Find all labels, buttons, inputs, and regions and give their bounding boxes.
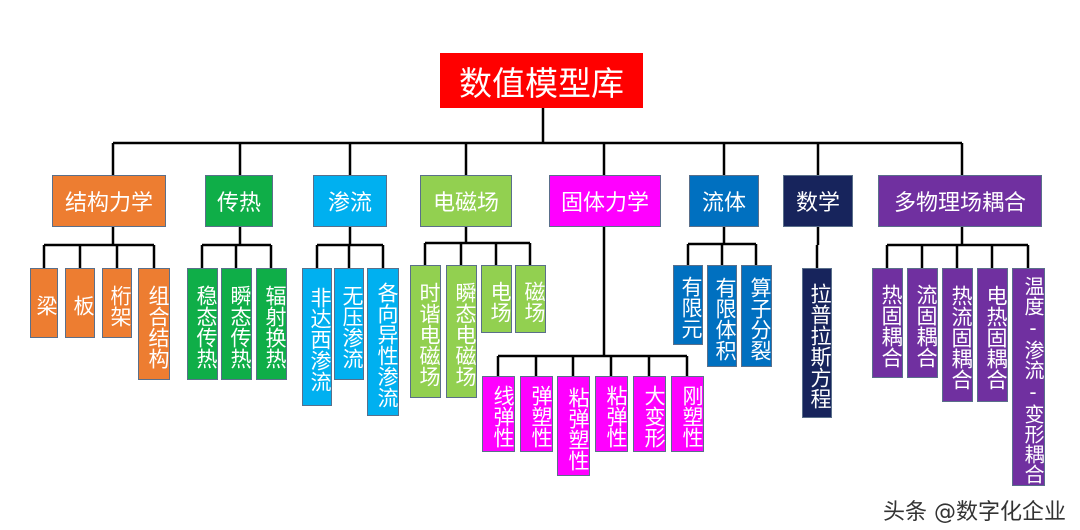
leaf-non-darcy-seepage: 非达西渗流 bbox=[302, 268, 332, 406]
leaf-thermo-solid-coupling: 热固耦合 bbox=[872, 268, 903, 378]
leaf-elastoplastic: 弹塑性 bbox=[520, 376, 553, 452]
leaf-thermo-fluid-solid-coupling: 热流固耦合 bbox=[942, 268, 973, 402]
leaf-truss: 桁架 bbox=[102, 268, 132, 338]
leaf-label: 弹塑性 bbox=[529, 385, 553, 448]
leaf-fluid-solid-coupling: 流固耦合 bbox=[907, 268, 938, 378]
leaf-label: 线弹性 bbox=[491, 385, 515, 448]
category-fluid: 流体 bbox=[689, 175, 759, 227]
leaf-label: 无压渗流 bbox=[340, 284, 364, 369]
category-mathematics: 数学 bbox=[783, 175, 853, 227]
leaf-label: 电场 bbox=[488, 280, 512, 323]
leaf-viscoelastic: 粘弹性 bbox=[595, 376, 628, 452]
category-label: 传热 bbox=[216, 191, 261, 216]
leaf-label: 热流固耦合 bbox=[949, 285, 973, 390]
leaf-label: 瞬态电磁场 bbox=[453, 281, 477, 387]
leaf-steady-heat: 稳态传热 bbox=[187, 268, 218, 380]
leaf-label: 算子分裂 bbox=[748, 276, 772, 361]
leaf-magnetic-field: 磁场 bbox=[515, 265, 546, 333]
leaf-label: 瞬态传热 bbox=[228, 284, 252, 369]
root-node: 数值模型库 bbox=[440, 53, 643, 108]
watermark: 头条 @数字化企业 bbox=[883, 500, 1066, 525]
leaf-transient-heat: 瞬态传热 bbox=[221, 268, 252, 380]
leaf-label: 拉普拉斯方程 bbox=[808, 282, 832, 409]
leaf-label: 有限元 bbox=[679, 276, 703, 339]
leaf-label: 粘弹性 bbox=[604, 385, 628, 448]
leaf-electric-field: 电场 bbox=[481, 265, 512, 333]
leaf-radiation-heat: 辐射换热 bbox=[256, 268, 287, 380]
leaf-finite-volume: 有限体积 bbox=[707, 265, 737, 367]
leaf-time-harmonic-em: 时谐电磁场 bbox=[410, 265, 441, 398]
leaf-beam: 梁 bbox=[30, 268, 58, 338]
category-label: 多物理场耦合 bbox=[893, 191, 1026, 216]
leaf-label: 热固耦合 bbox=[879, 283, 903, 368]
leaf-electro-thermo-solid-coupling: 电热固耦合 bbox=[977, 268, 1008, 402]
leaf-plate: 板 bbox=[65, 268, 95, 338]
leaf-composite-structure: 组合结构 bbox=[138, 268, 170, 380]
leaf-label: 电热固耦合 bbox=[984, 285, 1008, 390]
leaf-label: 有限体积 bbox=[713, 276, 737, 361]
leaf-label: 磁场 bbox=[522, 280, 546, 323]
leaf-unconfined-seepage: 无压渗流 bbox=[334, 268, 364, 380]
leaf-label: 时谐电磁场 bbox=[417, 281, 441, 387]
category-label: 结构力学 bbox=[64, 191, 153, 216]
leaf-label: 刚塑性 bbox=[680, 385, 704, 448]
leaf-laplace-equation: 拉普拉斯方程 bbox=[802, 268, 832, 418]
leaf-label: 梁 bbox=[34, 295, 58, 316]
category-label: 固体力学 bbox=[560, 191, 649, 216]
root-label: 数值模型库 bbox=[459, 63, 624, 103]
leaf-linear-elastic: 线弹性 bbox=[482, 376, 515, 452]
leaf-anisotropic-seepage: 各向异性渗流 bbox=[367, 268, 399, 416]
leaf-label: 各向异性渗流 bbox=[375, 281, 399, 408]
leaf-thm-coupling: 温度-渗流-变形耦合 bbox=[1012, 268, 1045, 486]
category-heat-transfer: 传热 bbox=[205, 175, 273, 227]
leaf-viscoelastoplastic: 粘弹塑性 bbox=[557, 376, 590, 476]
leaf-label: 非达西渗流 bbox=[308, 287, 332, 392]
leaf-operator-splitting: 算子分裂 bbox=[741, 265, 772, 367]
category-seepage: 渗流 bbox=[313, 175, 387, 227]
leaf-finite-element: 有限元 bbox=[673, 265, 703, 345]
category-structural-mechanics: 结构力学 bbox=[52, 175, 166, 227]
category-label: 渗流 bbox=[327, 191, 372, 216]
category-solid-mechanics: 固体力学 bbox=[549, 175, 661, 227]
leaf-label: 稳态传热 bbox=[194, 284, 218, 369]
leaf-rigid-plastic: 刚塑性 bbox=[671, 376, 704, 452]
leaf-label: 温度-渗流-变形耦合 bbox=[1021, 275, 1045, 484]
leaf-label: 大变形 bbox=[642, 385, 666, 448]
category-label: 电磁场 bbox=[432, 191, 499, 216]
leaf-label: 板 bbox=[71, 295, 95, 316]
leaf-label: 辐射换热 bbox=[263, 284, 287, 369]
category-electromagnetic: 电磁场 bbox=[420, 175, 512, 227]
category-label: 数学 bbox=[795, 191, 840, 216]
leaf-label: 粘弹塑性 bbox=[566, 386, 590, 471]
category-multiphysics-coupling: 多物理场耦合 bbox=[878, 175, 1042, 227]
leaf-label: 流固耦合 bbox=[914, 283, 938, 368]
leaf-label: 组合结构 bbox=[146, 284, 170, 369]
leaf-label: 桁架 bbox=[108, 284, 132, 327]
leaf-transient-em: 瞬态电磁场 bbox=[446, 265, 477, 398]
leaf-large-deformation: 大变形 bbox=[633, 376, 666, 452]
category-label: 流体 bbox=[701, 191, 746, 216]
